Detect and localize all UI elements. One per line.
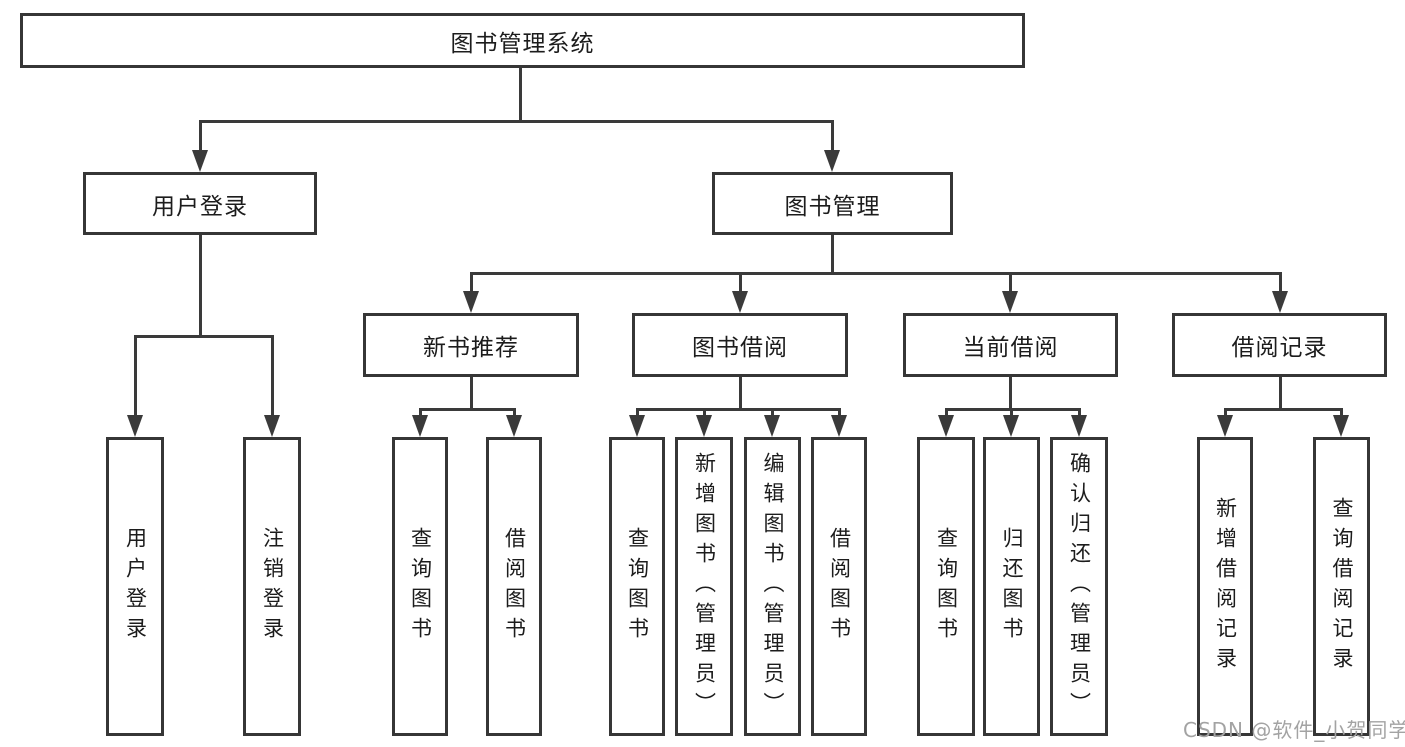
connector-line	[1224, 408, 1342, 411]
node-label: 查询图书	[625, 526, 650, 647]
connector-line	[831, 235, 834, 275]
connector-line	[134, 335, 137, 417]
arrowhead-down-icon	[412, 415, 428, 437]
connector-line	[771, 408, 774, 417]
node-label: 新增图书（管理员）	[692, 451, 717, 722]
connector-line	[945, 408, 948, 417]
node-label: 当前借阅	[962, 335, 1059, 361]
node-label: 图书管理系统	[450, 30, 595, 57]
connector-line	[513, 408, 516, 417]
node-label: 编辑图书（管理员）	[761, 451, 785, 722]
arrowhead-down-icon	[1333, 415, 1349, 437]
node-leaf-user-login: 用户登录	[106, 437, 164, 736]
node-label: 用户登录	[123, 526, 148, 647]
arrowhead-down-icon	[629, 415, 645, 437]
csdn-watermark: CSDN @软件_小贺同学	[1183, 718, 1405, 742]
node-label: 归还图书	[1000, 526, 1024, 647]
arrowhead-down-icon	[127, 415, 143, 437]
arrowhead-down-icon	[264, 415, 280, 437]
connector-line	[1279, 272, 1282, 293]
connector-line	[945, 408, 1081, 411]
connector-line	[199, 120, 834, 123]
node-label: 确认归还（管理员）	[1067, 451, 1092, 722]
connector-line	[739, 272, 742, 293]
node-label: 查询图书	[934, 526, 959, 647]
connector-line	[470, 272, 1282, 275]
connector-line	[1010, 408, 1013, 417]
connector-line	[134, 335, 274, 338]
node-label: 图书借阅	[692, 335, 788, 361]
node-label: 查询图书	[408, 526, 433, 647]
node-label: 借阅图书	[502, 526, 527, 647]
arrowhead-down-icon	[1003, 415, 1019, 437]
connector-line	[1279, 377, 1282, 411]
connector-line	[1078, 408, 1081, 417]
node-book-borrowing: 图书借阅	[632, 313, 848, 377]
node-label: 借阅图书	[827, 526, 852, 647]
node-leaf-edit-books-admin: 编辑图书（管理员）	[744, 437, 801, 736]
node-leaf-return-books: 归还图书	[983, 437, 1040, 736]
connector-line	[636, 408, 639, 417]
node-leaf-add-borrow-record: 新增借阅记录	[1197, 437, 1253, 736]
connector-line	[271, 335, 274, 417]
node-user-login: 用户登录	[83, 172, 317, 235]
arrowhead-down-icon	[1002, 291, 1018, 313]
node-leaf-query-books-borrowing: 查询图书	[609, 437, 665, 736]
connector-line	[739, 377, 742, 411]
connector-line	[419, 408, 516, 411]
arrowhead-down-icon	[764, 415, 780, 437]
arrowhead-down-icon	[506, 415, 522, 437]
node-label: 新增借阅记录	[1213, 496, 1238, 677]
arrowhead-down-icon	[463, 291, 479, 313]
node-leaf-confirm-return-admin: 确认归还（管理员）	[1050, 437, 1108, 736]
arrowhead-down-icon	[824, 150, 840, 172]
connector-line	[470, 272, 473, 293]
node-book-management: 图书管理	[712, 172, 953, 235]
node-label: 借阅记录	[1231, 335, 1328, 361]
node-leaf-query-books-recommend: 查询图书	[392, 437, 448, 736]
connector-line	[1224, 408, 1227, 417]
connector-line	[1340, 408, 1343, 417]
connector-line	[419, 408, 422, 417]
node-label: 图书管理	[784, 193, 881, 220]
connector-line	[199, 120, 202, 153]
connector-line	[519, 68, 522, 123]
arrowhead-down-icon	[192, 150, 208, 172]
node-library-management-system: 图书管理系统	[20, 13, 1025, 68]
connector-line	[1009, 377, 1012, 411]
node-label: 新书推荐	[423, 335, 519, 361]
arrowhead-down-icon	[1272, 291, 1288, 313]
node-leaf-logout: 注销登录	[243, 437, 301, 736]
arrowhead-down-icon	[938, 415, 954, 437]
node-leaf-borrow-books: 借阅图书	[811, 437, 867, 736]
arrowhead-down-icon	[831, 415, 847, 437]
connector-line	[831, 120, 834, 153]
node-label: 查询借阅记录	[1330, 496, 1354, 677]
node-new-book-recommendation: 新书推荐	[363, 313, 579, 377]
node-leaf-add-books-admin: 新增图书（管理员）	[675, 437, 733, 736]
arrowhead-down-icon	[732, 291, 748, 313]
node-borrowing-records: 借阅记录	[1172, 313, 1387, 377]
connector-line	[838, 408, 841, 417]
connector-line	[199, 235, 202, 338]
node-leaf-query-borrow-record: 查询借阅记录	[1313, 437, 1370, 736]
node-label: 注销登录	[260, 526, 285, 647]
node-leaf-query-books-current: 查询图书	[917, 437, 975, 736]
node-current-borrowing: 当前借阅	[903, 313, 1118, 377]
arrowhead-down-icon	[1071, 415, 1087, 437]
connector-line	[636, 408, 841, 411]
connector-line	[470, 377, 473, 411]
connector-line	[1009, 272, 1012, 293]
connector-line	[703, 408, 706, 417]
arrowhead-down-icon	[1217, 415, 1233, 437]
node-label: 用户登录	[152, 193, 248, 220]
node-leaf-borrow-books-recommend: 借阅图书	[486, 437, 542, 736]
arrowhead-down-icon	[696, 415, 712, 437]
